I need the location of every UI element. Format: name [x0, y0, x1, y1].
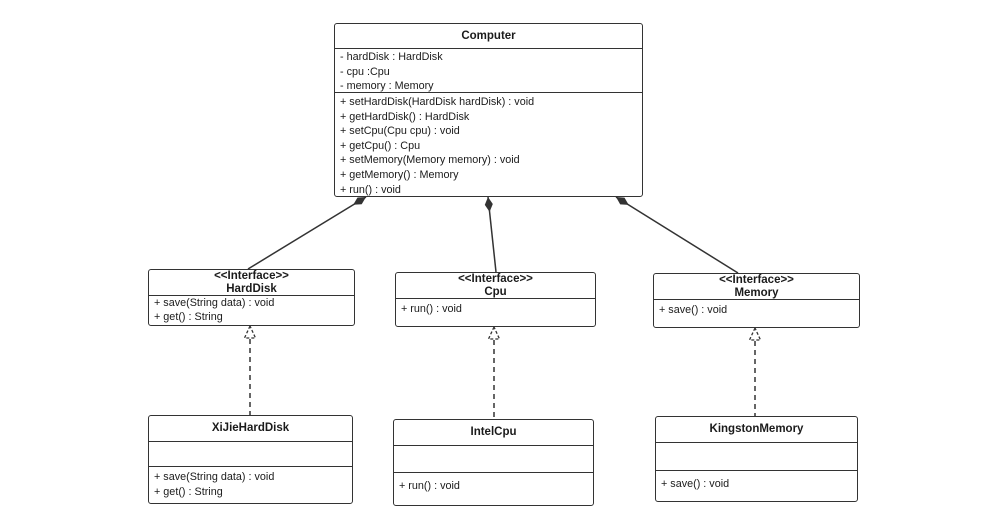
class-name: XiJieHardDisk [211, 422, 290, 435]
realization-intelcpu-cpu [487, 325, 501, 419]
realization-kingstonmemory-memory [748, 326, 762, 416]
methods-section: + run() : void [396, 299, 595, 318]
methods-section: + save(String data) : void + get() : Str… [149, 467, 352, 501]
attributes-section-empty [656, 443, 857, 471]
interface-harddisk: <<Interface>> HardDisk + save(String dat… [148, 269, 355, 326]
interface-memory: <<Interface>> Memory + save() : void [653, 273, 860, 328]
interface-name: HardDisk [226, 282, 277, 295]
interface-name: Memory [734, 286, 779, 299]
attribute: - hardDisk : HardDisk [340, 51, 443, 63]
attribute: - cpu :Cpu [340, 65, 390, 78]
realization-triangle-icon [748, 326, 762, 341]
method: + get() : String [154, 310, 223, 323]
attributes-section: - hardDisk : HardDisk - cpu :Cpu - memor… [335, 49, 642, 93]
stereotype-label: <<Interface>> [458, 273, 533, 285]
methods-section: + setHardDisk(HardDisk hardDisk) : void … [335, 93, 642, 198]
composition-diamond-icon [616, 197, 629, 205]
interface-title: <<Interface>> Memory [654, 274, 859, 300]
interface-title: <<Interface>> Cpu [396, 273, 595, 299]
interface-title: <<Interface>> HardDisk [149, 270, 354, 296]
method: + getMemory() : Memory [340, 168, 459, 181]
attributes-section-empty [394, 446, 593, 473]
method: + run() : void [340, 183, 401, 196]
method: + save(String data) : void [154, 297, 275, 309]
class-name: IntelCpu [470, 426, 517, 439]
class-title: IntelCpu [394, 420, 593, 446]
methods-section: + save(String data) : void + get() : Str… [149, 296, 354, 325]
method: + setCpu(Cpu cpu) : void [340, 125, 460, 138]
method: + get() : String [154, 486, 223, 498]
attribute: - memory : Memory [340, 80, 434, 93]
method: + setMemory(Memory memory) : void [340, 154, 520, 167]
method: + getHardDisk() : HardDisk [340, 110, 470, 123]
methods-section: + run() : void [394, 473, 593, 495]
realization-xijieharddisk-harddisk [243, 324, 257, 415]
method: + getCpu() : Cpu [340, 139, 421, 152]
method: + save() : void [659, 304, 728, 316]
class-title: Computer [335, 24, 642, 49]
attributes-section-empty [149, 442, 352, 467]
class-name: KingstonMemory [709, 423, 804, 436]
method: + run() : void [399, 480, 460, 492]
realization-triangle-icon [243, 324, 257, 339]
class-intelcpu: IntelCpu + run() : void [393, 419, 594, 506]
methods-section: + save() : void [656, 471, 857, 493]
composition-computer-harddisk [247, 196, 367, 270]
realization-triangle-icon [487, 325, 501, 340]
class-kingstonmemory: KingstonMemory + save() : void [655, 416, 858, 502]
composition-computer-memory [615, 196, 739, 274]
class-computer: Computer - hardDisk : HardDisk - cpu :Cp… [334, 23, 643, 197]
composition-diamond-icon [353, 197, 366, 205]
composition-diamond-icon [484, 197, 493, 212]
interface-cpu: <<Interface>> Cpu + run() : void [395, 272, 596, 327]
class-title: KingstonMemory [656, 417, 857, 443]
method: + save(String data) : void [154, 471, 275, 483]
stereotype-label: <<Interface>> [214, 270, 289, 282]
class-xijieharddisk: XiJieHardDisk + save(String data) : void… [148, 415, 353, 504]
composition-computer-cpu [484, 196, 497, 273]
class-title: XiJieHardDisk [149, 416, 352, 442]
stereotype-label: <<Interface>> [719, 274, 794, 286]
method: + setHardDisk(HardDisk hardDisk) : void [340, 96, 535, 108]
method: + save() : void [661, 478, 730, 490]
interface-name: Cpu [484, 285, 507, 298]
class-name: Computer [461, 29, 516, 42]
methods-section: + save() : void [654, 300, 859, 319]
method: + run() : void [401, 303, 462, 315]
